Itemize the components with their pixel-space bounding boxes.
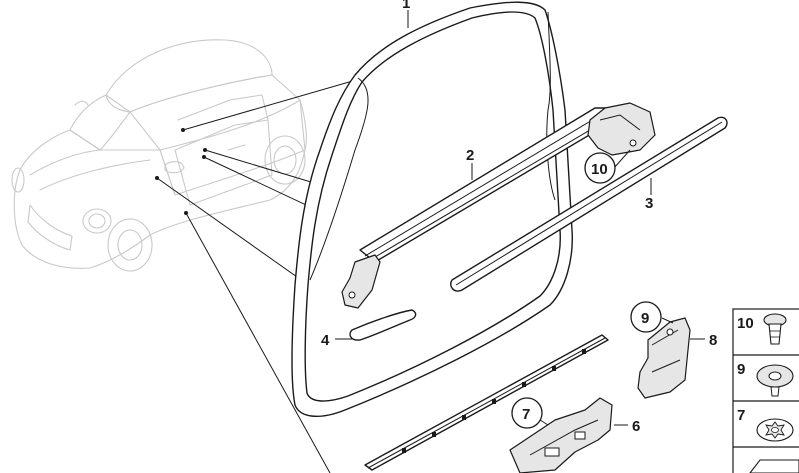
callout-9: 9 <box>641 310 649 327</box>
legend-label-7: 7 <box>737 407 745 424</box>
sill-clips <box>402 349 586 453</box>
small-trim <box>349 309 417 341</box>
callout-4: 4 <box>321 332 330 349</box>
callout-7: 7 <box>522 406 530 423</box>
window-channel <box>341 102 656 309</box>
callout-10: 10 <box>591 161 608 178</box>
sill-strip <box>364 334 613 473</box>
callout-1: 1 <box>402 0 410 12</box>
spring-nut-icon <box>756 364 794 397</box>
side-cover <box>637 317 691 399</box>
callout-10-circle <box>584 152 616 184</box>
callout-3: 3 <box>645 195 653 212</box>
legend-partial-item <box>749 459 799 473</box>
callout-9-circle <box>630 301 662 333</box>
outer-strip <box>450 116 728 292</box>
legend-label-10: 10 <box>737 315 754 332</box>
fastener-legend: 10 9 7 <box>732 308 799 473</box>
legend-label-9: 9 <box>737 361 745 378</box>
car-illustration <box>11 39 307 272</box>
pin-clip-icon <box>763 313 787 345</box>
callout-labels: 1 2 3 4 6 8 10 9 7 <box>321 0 717 435</box>
callout-8: 8 <box>709 332 717 349</box>
callout-7-circle <box>511 397 543 429</box>
callout-6: 6 <box>632 418 640 435</box>
callout-2: 2 <box>466 147 474 164</box>
star-washer-icon <box>756 418 794 442</box>
